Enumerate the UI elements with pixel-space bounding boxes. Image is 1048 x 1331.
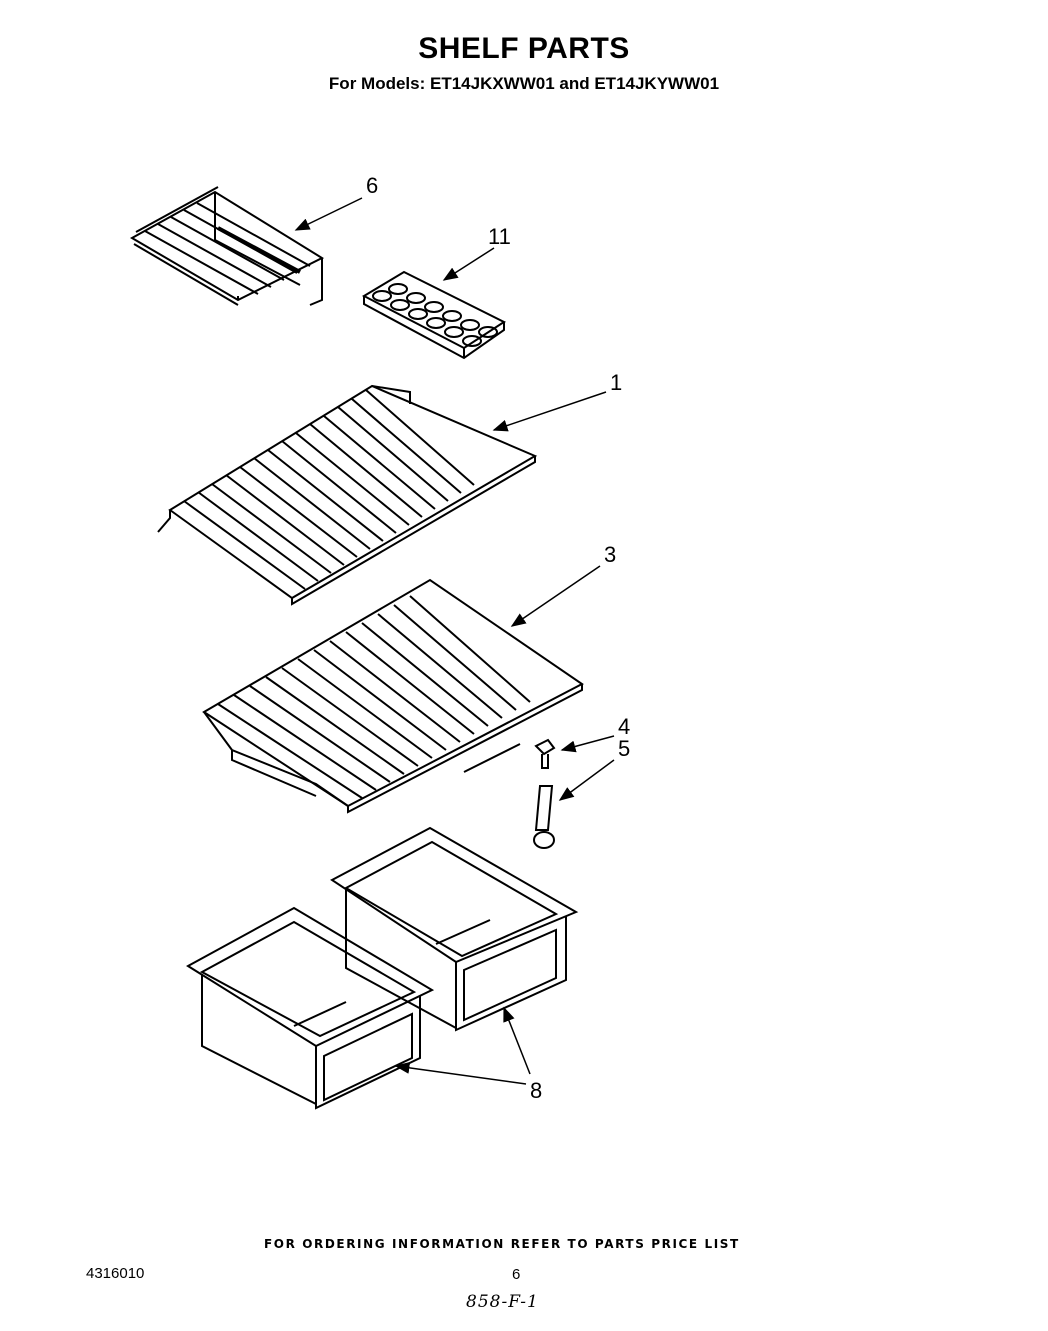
- page-subtitle: For Models: ET14JKXWW01 and ET14JKYWW01: [328, 74, 720, 93]
- callout-label-11: 11: [488, 224, 511, 249]
- handwritten-annotation: 858-F-1: [466, 1292, 539, 1312]
- callout-arrow-11: [442, 247, 495, 281]
- crisper-drawer-left: [186, 906, 435, 1110]
- callout-label-1: 1: [610, 370, 622, 395]
- callout-arrow-3: [510, 565, 601, 627]
- callout-label-8: 8: [530, 1078, 542, 1103]
- crisper-drawer-right: [330, 826, 579, 1032]
- document-number: 4316010: [86, 1265, 145, 1282]
- callout-arrow-8-left: [394, 1061, 527, 1085]
- page-title: SHELF PARTS: [418, 32, 630, 65]
- wire-shelf-part: [157, 384, 538, 606]
- callout-arrow-1: [492, 391, 607, 432]
- ordering-note: FOR ORDERING INFORMATION REFER TO PARTS …: [264, 1237, 740, 1251]
- callout-arrow-6: [294, 197, 363, 231]
- callout-arrow-4: [560, 735, 615, 753]
- callout-label-6: 6: [366, 173, 378, 198]
- callout-label-5: 5: [618, 736, 630, 761]
- ice-tray-part: [361, 270, 507, 360]
- crisper-shelf-part: [202, 578, 584, 814]
- callout-arrow-5: [558, 759, 615, 801]
- callout-arrow-8-right: [503, 1006, 531, 1075]
- bracket-shelf-part: [129, 186, 325, 306]
- page-number: 6: [512, 1266, 521, 1283]
- callout-label-3: 3: [604, 542, 616, 567]
- control-rod-part: [533, 738, 556, 849]
- callout-label-4: 4: [618, 714, 630, 739]
